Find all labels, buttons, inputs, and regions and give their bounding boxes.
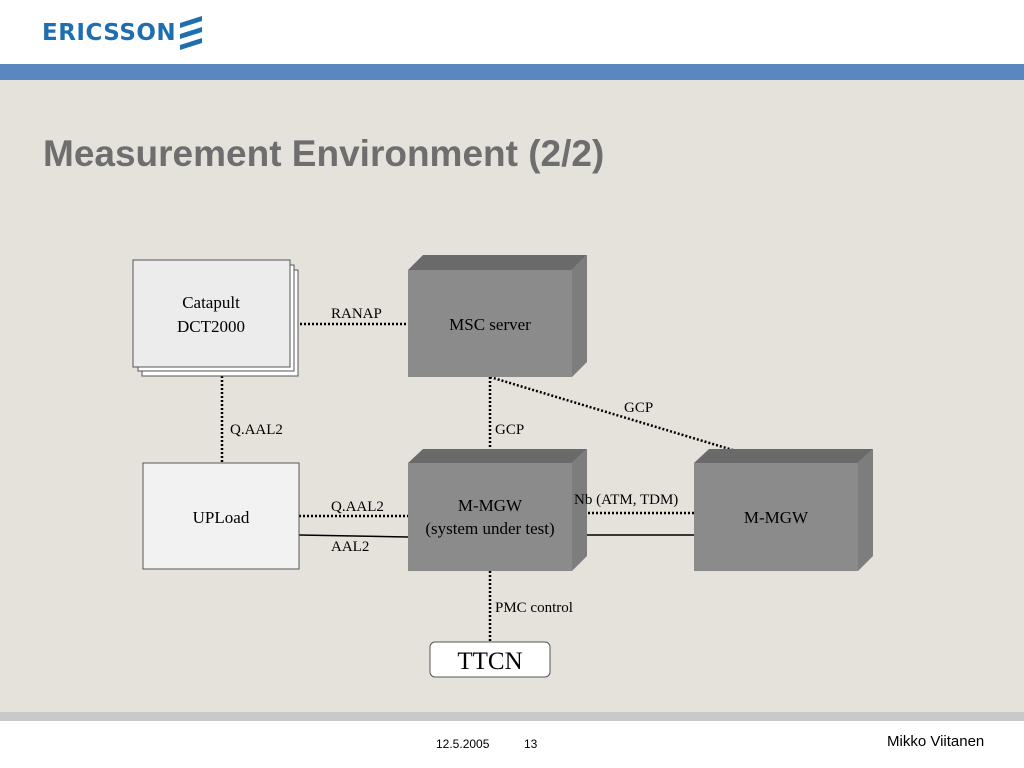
- msc-server-node: MSC server: [408, 255, 587, 377]
- footer-author: Mikko Viitanen: [887, 733, 985, 750]
- aal2-link-label: AAL2: [331, 539, 369, 555]
- footer: [0, 721, 1024, 768]
- mgw-peer-label: M-MGW: [744, 508, 809, 527]
- msc-server-label: MSC server: [449, 315, 531, 334]
- nb-link-label: Nb (ATM, TDM): [574, 492, 678, 508]
- slide-background: [0, 80, 1024, 712]
- mgw-sut-label-line1: M-MGW: [458, 496, 523, 515]
- ttcn-node: TTCN: [429, 641, 551, 678]
- footer-date: 12.5.2005: [436, 737, 490, 751]
- catapult-label-line2: DCT2000: [177, 317, 245, 336]
- header: ERICSSON: [0, 0, 1024, 64]
- ttcn-label: TTCN: [457, 648, 522, 675]
- gcp-diagonal-link-label: GCP: [624, 400, 653, 416]
- upload-label: UPLoad: [193, 508, 250, 527]
- header-accent-bar: [0, 64, 1024, 80]
- aal2-link: [298, 534, 409, 538]
- slide-title: Measurement Environment (2/2): [43, 133, 605, 174]
- mgw-sut-label-line2: (system under test): [425, 519, 554, 538]
- ranap-link-label: RANAP: [331, 306, 382, 322]
- mgw-peer-node: M-MGW: [694, 449, 873, 571]
- ericsson-logo-text: ERICSSON: [42, 20, 177, 46]
- gcp-diagonal-link: [489, 375, 777, 465]
- footer-page-number: 13: [524, 737, 538, 751]
- catapult-dct2000-node: Catapult DCT2000: [132, 259, 299, 377]
- ericsson-logo-icon: [180, 16, 202, 50]
- catapult-label-line1: Catapult: [182, 293, 240, 312]
- qaal2-vertical-link-label: Q.AAL2: [230, 422, 283, 438]
- connection-lines: [220, 322, 777, 642]
- gcp-vertical-link-label: GCP: [495, 422, 524, 438]
- footer-divider-bar: [0, 712, 1024, 721]
- upload-node: UPLoad: [142, 462, 300, 570]
- qaal2-horizontal-link-label: Q.AAL2: [331, 499, 384, 515]
- pmc-control-link-label: PMC control: [495, 600, 573, 616]
- mgw-sut-node: M-MGW (system under test): [408, 449, 587, 571]
